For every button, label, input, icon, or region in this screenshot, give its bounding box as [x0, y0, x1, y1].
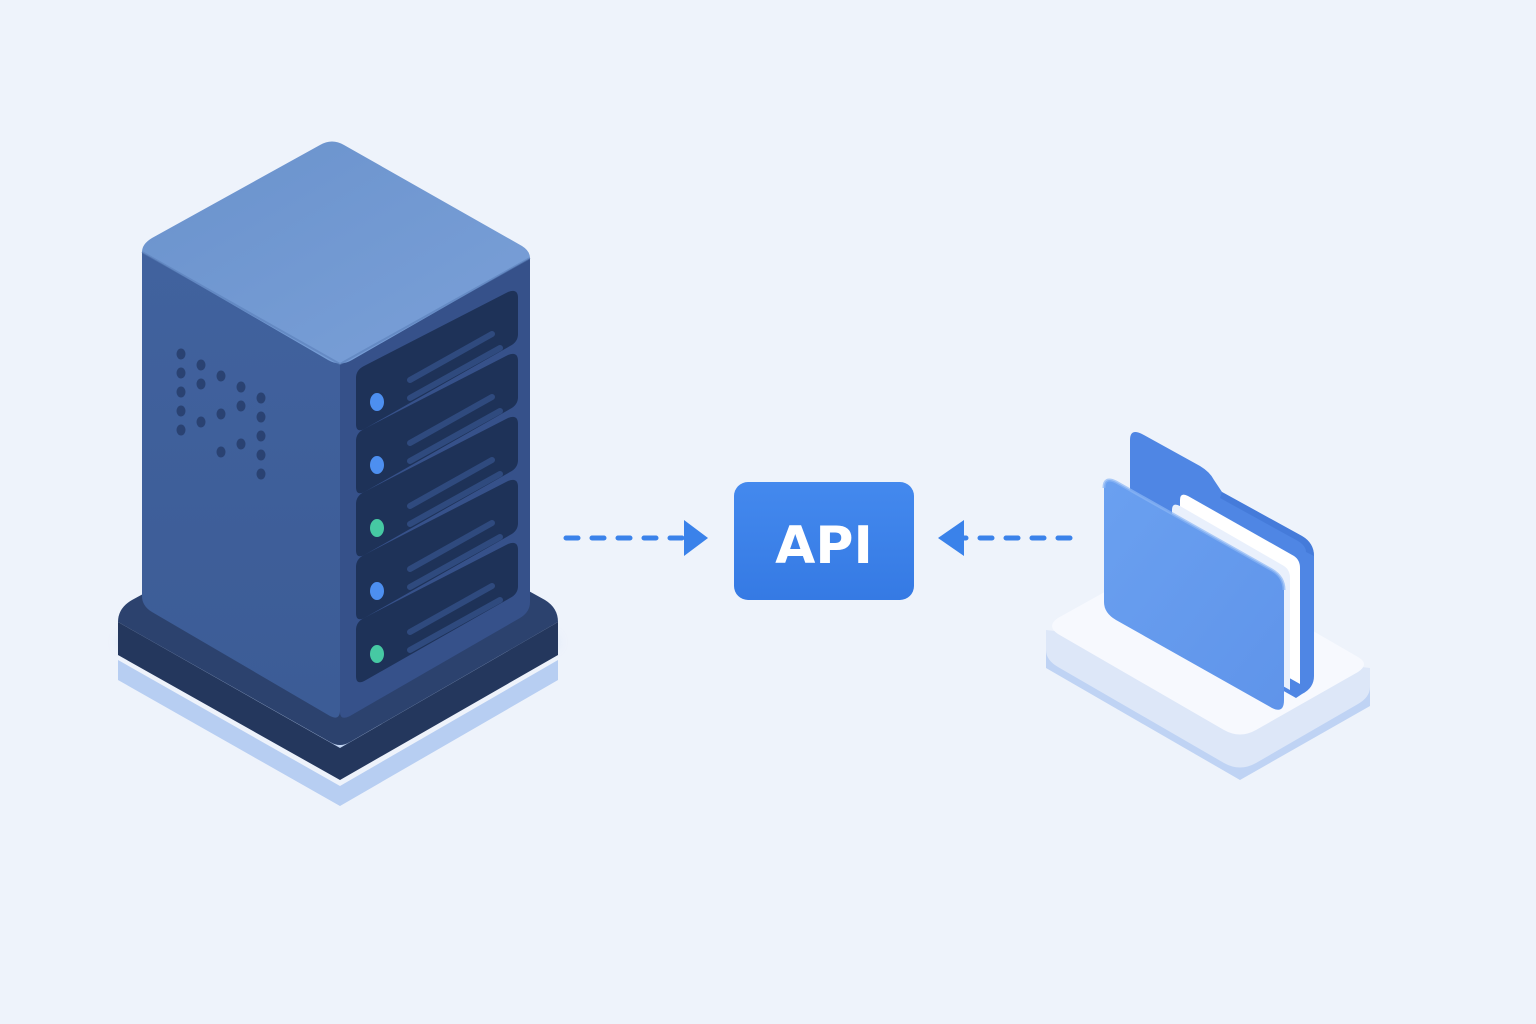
status-led	[370, 645, 384, 663]
vent-hole	[176, 405, 186, 417]
vent-hole	[256, 392, 266, 404]
arrow-server-to-api	[563, 520, 708, 556]
vent-hole	[236, 438, 246, 450]
drive-bay-panel	[356, 353, 518, 494]
drive-bay-slot	[407, 534, 503, 590]
status-led	[370, 393, 384, 411]
api-label: API	[775, 516, 873, 576]
vent-hole	[256, 411, 266, 423]
drive-bay	[356, 353, 518, 494]
drive-bay-panel	[356, 290, 518, 431]
folder-icon	[1046, 432, 1370, 780]
vent-hole	[236, 381, 246, 393]
drive-bay-panel	[356, 542, 518, 683]
server-left-face	[142, 252, 340, 718]
server-base-side	[118, 622, 558, 780]
drive-bay	[356, 290, 518, 431]
drive-bay	[356, 416, 518, 557]
vent-hole	[196, 378, 206, 390]
drive-bay-panel	[356, 479, 518, 620]
drive-bay-slot	[407, 597, 503, 653]
vent-hole	[256, 449, 266, 461]
vent-hole	[256, 468, 266, 480]
vent-hole	[216, 370, 226, 382]
folder-tray-glow	[1046, 648, 1370, 780]
drive-bay-slot	[407, 471, 503, 527]
arrow-folder-to-api	[938, 520, 1073, 556]
vent-hole	[196, 416, 206, 428]
api-box: API	[734, 482, 914, 600]
status-led	[370, 456, 384, 474]
vent-hole	[176, 367, 186, 379]
drive-bay-slot	[407, 345, 503, 401]
folder-front-panel	[1104, 480, 1284, 710]
vent-hole	[216, 408, 226, 420]
vent-hole	[196, 359, 206, 371]
arrow-head-right	[684, 520, 708, 556]
vent-hole	[176, 348, 186, 360]
drive-bay-slot	[407, 457, 495, 509]
drive-bay-slot	[407, 408, 503, 464]
drive-bay	[356, 479, 518, 620]
server-rack-icon	[118, 141, 558, 806]
status-led	[370, 519, 384, 537]
vent-hole	[216, 446, 226, 458]
server-drive-bays	[356, 290, 518, 683]
drive-bay-slot	[407, 394, 495, 446]
server-vent-holes	[176, 348, 266, 480]
status-led	[370, 582, 384, 600]
drive-bay	[356, 542, 518, 683]
drive-bay-slot	[407, 520, 495, 572]
drive-bay-slot	[407, 331, 495, 383]
drive-bay-panel	[356, 416, 518, 557]
drive-bay-slot	[407, 583, 495, 635]
vent-hole	[176, 424, 186, 436]
arrow-head-left	[938, 520, 964, 556]
vent-hole	[256, 430, 266, 442]
vent-hole	[176, 386, 186, 398]
vent-hole	[236, 400, 246, 412]
